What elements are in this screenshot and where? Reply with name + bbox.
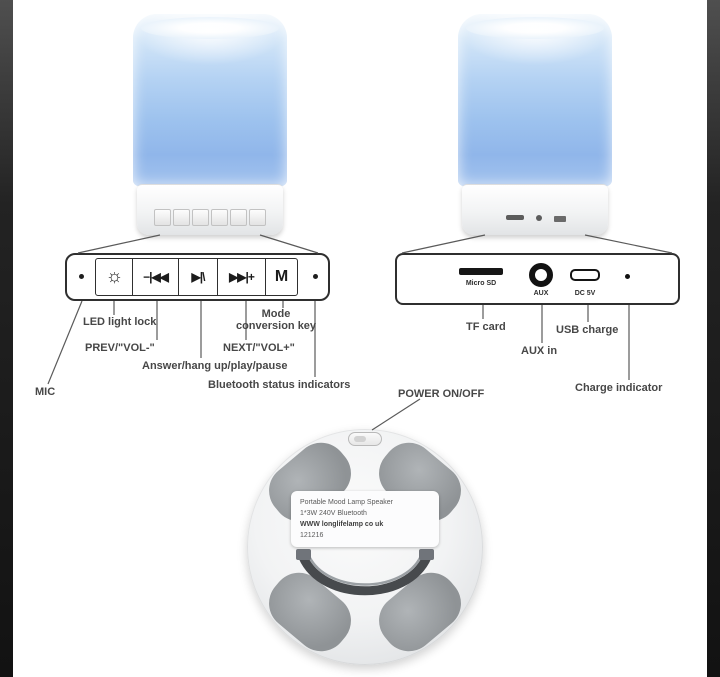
aux-jack [529,263,553,287]
prev-key: −|◀◀ [131,258,180,296]
bottom-view: Portable Mood Lamp Speaker 1*3W 240V Blu… [247,429,483,665]
micro-sd-slot [459,268,503,275]
button-strip [154,209,266,226]
play-key: ▶|\ [178,258,218,296]
power-switch [348,432,382,446]
label-mode-line2: conversion key [235,320,317,333]
sd-slot-photo [506,215,524,220]
micro-sd-label: Micro SD [465,280,497,287]
control-panel: ☼ −|◀◀ ▶|\ ▶▶|+ M [65,253,330,301]
next-track-icon: ▶▶|+ [229,270,255,284]
usb-port-photo [554,216,566,222]
lamp-shade [133,14,287,186]
key-group: ☼ −|◀◀ ▶|\ ▶▶|+ M [95,258,298,296]
sticker-line: 1*3W 240V Bluetooth [300,509,367,517]
lamp-front-view [133,14,287,250]
dc5v-label: DC 5V [574,290,596,297]
aux-label: AUX [533,290,549,297]
line-power [371,398,421,431]
prev-track-icon: −|◀◀ [143,270,169,284]
label-bluetooth-indicators: Bluetooth status indicators [208,379,351,391]
right-edge-bar [707,0,720,677]
base-button [230,209,247,226]
base-button [154,209,171,226]
play-pause-icon: ▶|\ [191,270,206,284]
bluetooth-indicator-dot [313,274,318,279]
aux-jack-photo [536,215,542,221]
label-tf-card: TF card [466,321,506,333]
label-answer-play-pause: Answer/hang up/play/pause [142,360,288,372]
lamp-top-surface [141,17,279,39]
label-mode-conversion-key: Mode conversion key [234,308,318,332]
mode-letter: M [274,268,289,285]
label-mode-line1: Mode [261,308,291,320]
sticker-line: WWW longlifelamp co uk [300,520,384,528]
label-charge-indicator: Charge indicator [575,382,663,394]
charge-led-dot [625,274,630,279]
rubber-foot-pad [368,562,472,662]
label-usb-charge: USB charge [556,324,619,336]
lamp-rear-view [458,14,612,250]
micro-usb-port [570,269,600,281]
label-mic: MIC [35,386,56,398]
lamp-shade [458,14,612,186]
sticker-line: 121216 [300,531,324,539]
rear-port-panel: Micro SD AUX DC 5V [395,253,680,305]
spec-sticker: Portable Mood Lamp Speaker 1*3W 240V Blu… [291,491,439,547]
base-button [173,209,190,226]
lamp-base-front [137,184,283,235]
led-key: ☼ [95,258,133,296]
rubber-foot-pad [258,562,362,662]
lamp-top-surface [466,17,604,39]
label-aux-in: AUX in [521,345,558,357]
label-led-light-lock: LED light lock [83,316,157,328]
lamp-base-rear [462,184,608,235]
mic-hole [79,274,84,279]
label-next-vol: NEXT/"VOL+" [223,342,295,354]
base-button [211,209,228,226]
left-edge-bar [0,0,13,677]
mode-key: M [265,258,298,296]
label-prev-vol: PREV/"VOL-" [85,342,155,354]
base-button [249,209,266,226]
sun-icon: ☼ [105,266,123,287]
line-mic [47,300,83,385]
label-power-on-off: POWER ON/OFF [398,388,485,400]
sticker-line: Portable Mood Lamp Speaker [300,499,393,506]
base-button [192,209,209,226]
next-key: ▶▶|+ [216,258,267,296]
